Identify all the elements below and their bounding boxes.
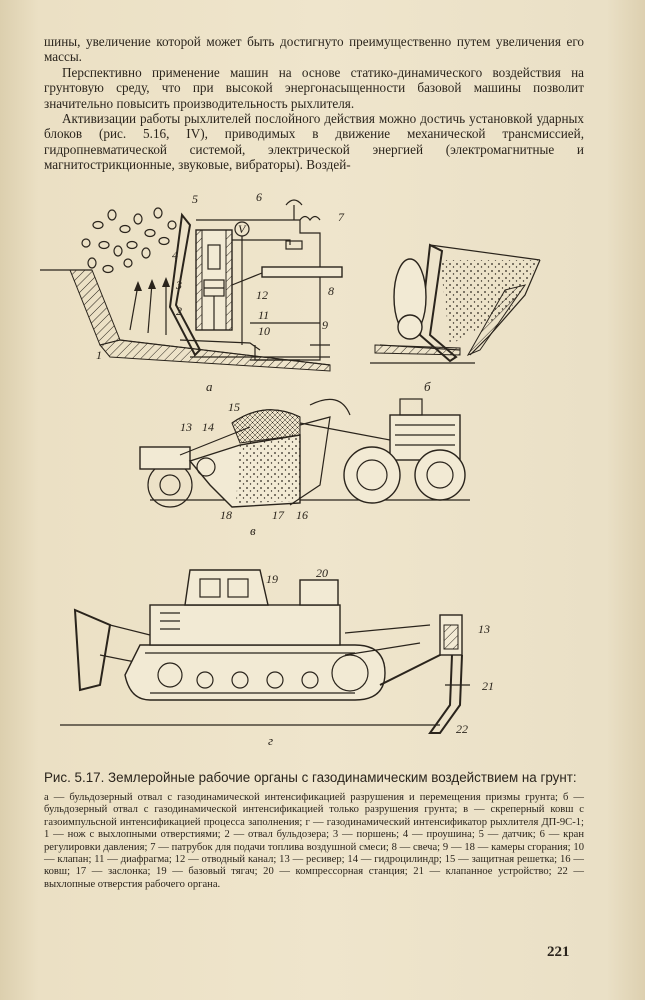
label-12: 12 [256,288,268,302]
figure-drawing: V 5 6 7 8 9 4 3 2 [40,190,541,748]
subfigure-b-bulldozer-blade: б [370,243,541,394]
subfig-label-a: а [206,379,213,394]
label-6: 6 [256,190,262,204]
figure-caption: Рис. 5.17. Землеройные рабочие органы с … [44,770,584,891]
figure-5-17: V 5 6 7 8 9 4 3 2 [0,185,645,765]
label-16: 16 [296,508,308,522]
subfigure-v-scraper: 13 14 15 18 17 16 в [139,398,470,538]
gas-flow-arrows [129,277,170,335]
caption-body: а — бульдозерный отвал с газодинамическо… [44,792,584,890]
label-13-scraper: 13 [180,420,192,434]
label-9: 9 [322,318,328,332]
paragraph-1: шины, увеличение которой может быть дост… [44,34,584,65]
paragraph-2: Перспективно применение машин на основе … [44,64,584,111]
label-11: 11 [258,308,269,322]
subfig-label-v: в [250,523,256,538]
body-text: шины, увеличение которой может быть дост… [44,34,584,173]
label-21: 21 [482,679,494,693]
caption-title: Рис. 5.17. Землеройные рабочие органы с … [44,770,577,785]
label-10: 10 [258,324,270,338]
subfigure-a-bulldozer-blade: V 5 6 7 8 9 4 3 2 [40,190,345,394]
label-1: 1 [96,348,102,362]
page-number: 221 [547,944,570,960]
label-17: 17 [272,508,285,522]
subfigure-g-ripper-tractor: 19 20 13 21 22 г [60,566,494,748]
label-18: 18 [220,508,232,522]
label-13-ripper: 13 [478,622,490,636]
label-3: 3 [175,278,182,292]
label-2: 2 [176,304,182,318]
label-5: 5 [192,192,198,206]
label-14: 14 [202,420,214,434]
subfig-label-b: б [424,379,431,394]
soil-clods [81,207,177,274]
label-7: 7 [338,210,345,224]
label-15: 15 [228,400,240,414]
paragraph-3: Активизации работы рыхлителей послойного… [44,111,584,173]
label-22: 22 [456,722,468,736]
label-4: 4 [172,248,178,262]
label-20: 20 [316,566,328,580]
label-8: 8 [328,284,334,298]
voltmeter-symbol: V [238,222,247,236]
subfig-label-g: г [268,733,273,748]
label-19: 19 [266,572,278,586]
